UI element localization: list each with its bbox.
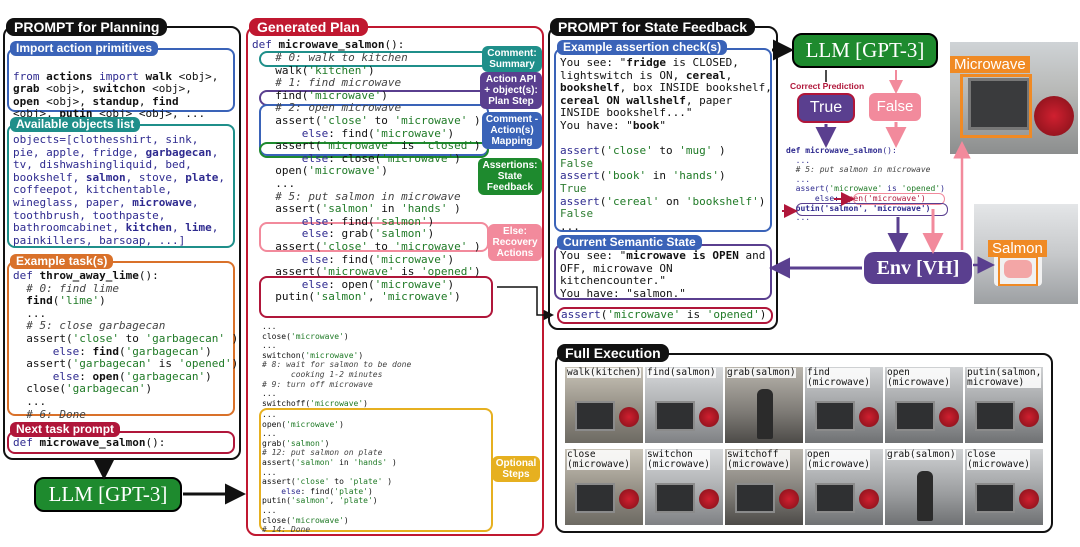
hl-assert-opened bbox=[259, 276, 493, 318]
scene-object bbox=[779, 489, 799, 509]
execution-step-label: open (microwave) bbox=[807, 449, 870, 470]
example-box bbox=[7, 261, 235, 416]
plan-code: # 0: walk to kitchen walk('kitchen') # 1… bbox=[262, 51, 481, 304]
scene-object bbox=[975, 483, 1015, 513]
semantic-code: You see: "microwave is OPEN and OFF, mic… bbox=[560, 249, 766, 300]
execution-step-label: grab(salmon) bbox=[887, 449, 956, 460]
scene-object bbox=[699, 489, 719, 509]
scene-object bbox=[859, 489, 879, 509]
plan-header: Generated Plan bbox=[249, 18, 368, 36]
tag-comment-mapping: Comment -Action(s)Mapping bbox=[482, 112, 542, 149]
scene-object bbox=[815, 401, 855, 431]
true-box: True bbox=[797, 93, 855, 123]
scene-object bbox=[859, 407, 879, 427]
execution-step-label: find (microwave) bbox=[807, 367, 870, 388]
query-box bbox=[557, 307, 773, 324]
correct-prediction-label: Correct Prediction bbox=[790, 81, 865, 91]
execution-step-label: close (microwave) bbox=[567, 449, 630, 470]
execution-step-label: walk(kitchen) bbox=[567, 367, 642, 378]
example-code: def throw_away_lime(): # 0: find lime fi… bbox=[13, 269, 239, 421]
microwave-scene-image: Microwave bbox=[950, 42, 1078, 154]
llm-left: LLM [GPT-3] bbox=[34, 477, 182, 512]
execution-frame: switchoff (microwave) bbox=[725, 449, 803, 525]
state-header: PROMPT for State Feedback bbox=[550, 18, 756, 36]
scene-object bbox=[619, 407, 639, 427]
plan-small-top: ... close('microwave') ... switchon('mic… bbox=[262, 322, 412, 408]
scene-object bbox=[1019, 407, 1039, 427]
execution-step-label: switchon (microwave) bbox=[647, 449, 710, 470]
execution-frame: open (microwave) bbox=[885, 367, 963, 443]
microwave-label: Microwave bbox=[950, 56, 1030, 73]
scene-object bbox=[815, 483, 855, 513]
hl-assert bbox=[259, 142, 489, 158]
execution-frame: walk(kitchen) bbox=[565, 367, 643, 443]
next-task-box bbox=[7, 431, 235, 454]
execution-panel bbox=[555, 353, 1053, 533]
execution-frame: find(salmon) bbox=[645, 367, 723, 443]
execution-step-label: open (microwave) bbox=[887, 367, 950, 388]
assert-code: You see: "fridge is CLOSED, lightswitch … bbox=[560, 56, 772, 233]
execution-frame: find (microwave) bbox=[805, 367, 883, 443]
scene-object bbox=[655, 483, 695, 513]
execution-frame: close (microwave) bbox=[565, 449, 643, 525]
objects-code: objects=[clothesshirt, sink, pie, apple,… bbox=[13, 133, 225, 247]
execution-step-label: find(salmon) bbox=[647, 367, 716, 378]
plan-panel bbox=[246, 26, 544, 536]
planning-header: PROMPT for Planning bbox=[6, 18, 168, 36]
execution-step-label: close (microwave) bbox=[967, 449, 1030, 470]
scene-object bbox=[699, 407, 719, 427]
right-code: def microwave_salmon(): ... # 5: put sal… bbox=[786, 146, 945, 223]
scene-object bbox=[757, 389, 773, 439]
state-query: assert('microwave' is 'opened') bbox=[561, 308, 767, 321]
tag-comment-summary: Comment:Summary bbox=[482, 46, 542, 72]
execution-frame: switchon (microwave) bbox=[645, 449, 723, 525]
plan-small-bottom: ... open('microwave') ... grab('salmon')… bbox=[262, 410, 397, 535]
objects-title: Available objects list bbox=[10, 117, 141, 132]
scene-object bbox=[1019, 489, 1039, 509]
scene-object bbox=[975, 401, 1015, 431]
scene-object bbox=[575, 401, 615, 431]
scene-object bbox=[575, 483, 615, 513]
scene-object bbox=[735, 483, 775, 513]
scene-object bbox=[655, 401, 695, 431]
semantic-title: Current Semantic State bbox=[557, 235, 702, 250]
next-task-code: def microwave_salmon(): bbox=[13, 436, 166, 449]
execution-frame: grab(salmon) bbox=[885, 449, 963, 525]
scene-object bbox=[917, 471, 933, 521]
env-box: Env [VH] bbox=[864, 252, 972, 284]
salmon-scene-image: Salmon bbox=[974, 204, 1078, 304]
plan-def: def microwave_salmon(): bbox=[252, 38, 405, 51]
execution-step-label: switchoff (microwave) bbox=[727, 449, 790, 470]
llm-right: LLM [GPT-3] bbox=[792, 33, 938, 68]
import-code: from actions import walk <obj>, grab <ob… bbox=[13, 69, 219, 121]
execution-step-label: putin(salmon, microwave) bbox=[967, 367, 1042, 388]
execution-header: Full Execution bbox=[557, 344, 669, 362]
false-box: False bbox=[869, 93, 921, 121]
assert-title: Example assertion check(s) bbox=[557, 40, 728, 55]
scene-object bbox=[939, 407, 959, 427]
scene-object bbox=[619, 489, 639, 509]
import-title: Import action primitives bbox=[10, 41, 159, 56]
execution-frame: open (microwave) bbox=[805, 449, 883, 525]
execution-frame: grab(salmon) bbox=[725, 367, 803, 443]
next-task-title: Next task prompt bbox=[10, 422, 121, 437]
execution-frame: close (microwave) bbox=[965, 449, 1043, 525]
scene-object bbox=[895, 401, 935, 431]
execution-step-label: grab(salmon) bbox=[727, 367, 796, 378]
tag-action-api: Action API+ object(s):Plan Step bbox=[480, 72, 542, 109]
execution-frame: putin(salmon, microwave) bbox=[965, 367, 1043, 443]
example-title: Example task(s) bbox=[10, 254, 114, 269]
right-putin-highlight bbox=[796, 203, 948, 216]
salmon-label: Salmon bbox=[988, 240, 1047, 257]
